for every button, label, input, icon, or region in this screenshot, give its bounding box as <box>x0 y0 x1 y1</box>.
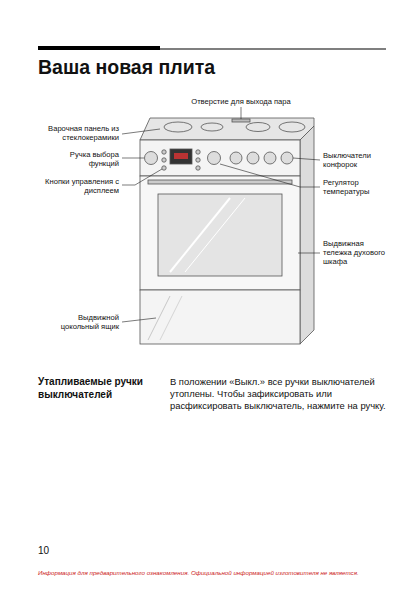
leader-line <box>241 107 242 119</box>
body-text: В положении «Выкл.» все ручки выключател… <box>170 376 388 413</box>
reflection <box>170 198 230 272</box>
header-rule <box>38 46 386 50</box>
burner <box>246 123 270 132</box>
leader-line <box>293 158 320 160</box>
oven-window <box>158 194 282 276</box>
footer-note: Информация для предварительного ознакомл… <box>38 569 388 576</box>
leader-lines <box>122 107 320 322</box>
function-knob <box>145 152 158 165</box>
button <box>162 166 166 170</box>
burner-knob <box>264 152 276 164</box>
temperature-knob <box>208 152 221 165</box>
leader-line <box>122 318 156 322</box>
part-label: Выдвижной цокольный ящик <box>40 313 119 331</box>
leader-line <box>122 158 144 159</box>
part-label: Выдвижная тележка духового шкафа <box>323 239 393 266</box>
burner-knob <box>281 152 293 164</box>
burner-knob <box>247 152 259 164</box>
part-label: Выключатели конфорок <box>323 151 393 169</box>
button <box>162 150 166 154</box>
cooktop <box>140 118 314 140</box>
part-label: Регулятор температуры <box>323 178 393 196</box>
rule-thin <box>160 49 386 50</box>
part-label: Ручка выбора функций <box>40 150 119 168</box>
section-heading: Утапливаемые ручки выключателей <box>38 376 148 401</box>
burner <box>279 122 305 132</box>
reflection <box>148 296 170 340</box>
rule-thick <box>38 46 160 50</box>
part-label: Отверстие для выхода пара <box>181 97 301 106</box>
display <box>170 149 192 164</box>
reflection <box>185 198 245 272</box>
reflection <box>160 296 182 340</box>
control-panel <box>140 140 300 176</box>
leader-line <box>220 164 320 187</box>
button <box>196 158 200 162</box>
page-title: Ваша новая плита <box>38 56 215 79</box>
burner <box>164 122 192 132</box>
display-digits <box>174 153 188 159</box>
steam-vent <box>232 119 250 122</box>
leader-line <box>298 253 320 254</box>
leader-line <box>122 129 160 134</box>
stove <box>140 118 314 344</box>
button <box>196 150 200 154</box>
part-label: Кнопки управления с дисплеем <box>30 177 119 195</box>
button <box>196 166 200 170</box>
burner <box>201 123 223 131</box>
burner-knob <box>230 152 242 164</box>
oven-door <box>140 176 300 290</box>
drawer <box>140 290 300 344</box>
page-number: 10 <box>38 545 49 557</box>
part-label: Варочная панель из стеклокерамики <box>40 124 119 142</box>
door-handle <box>148 180 292 184</box>
button <box>162 158 166 162</box>
leader-line <box>122 169 162 185</box>
